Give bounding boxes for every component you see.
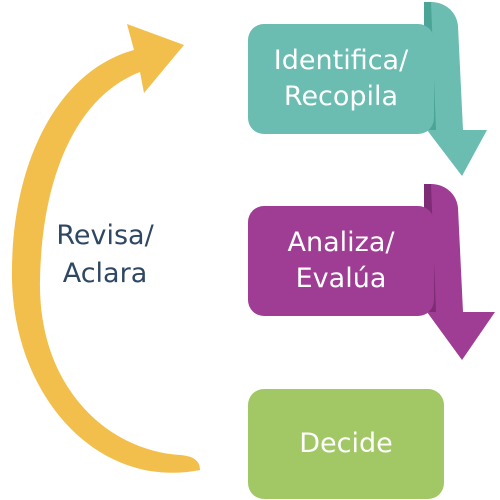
- step-identifica-line2: Recopila: [283, 81, 399, 112]
- cycle-arrow: [11, 24, 200, 473]
- step-analiza-box: [248, 206, 434, 316]
- step-analiza-label: Analiza/ Evalúa: [248, 206, 434, 316]
- step-identifica-line1: Identifica/: [273, 45, 409, 76]
- step-analiza: [248, 184, 495, 360]
- step-analiza-arrow-shaft: [427, 184, 495, 360]
- step-decide-label: Decide: [248, 389, 444, 499]
- step-analiza-line1: Analiza/: [287, 227, 395, 258]
- step-analiza-line2: Evalúa: [295, 263, 387, 294]
- step-decide-line1: Decide: [299, 428, 393, 459]
- step-decide-box: [248, 389, 444, 499]
- cycle-label-line2: Aclara: [62, 258, 148, 289]
- cycle-label-line1: Revisa/: [56, 220, 154, 251]
- step-identifica: [248, 2, 487, 176]
- step-identifica-arrow-shaft: [427, 2, 487, 176]
- step-identifica-box: [248, 24, 434, 134]
- cycle-label: Revisa/ Aclara: [40, 210, 170, 300]
- step-identifica-label: Identifica/ Recopila: [248, 24, 434, 134]
